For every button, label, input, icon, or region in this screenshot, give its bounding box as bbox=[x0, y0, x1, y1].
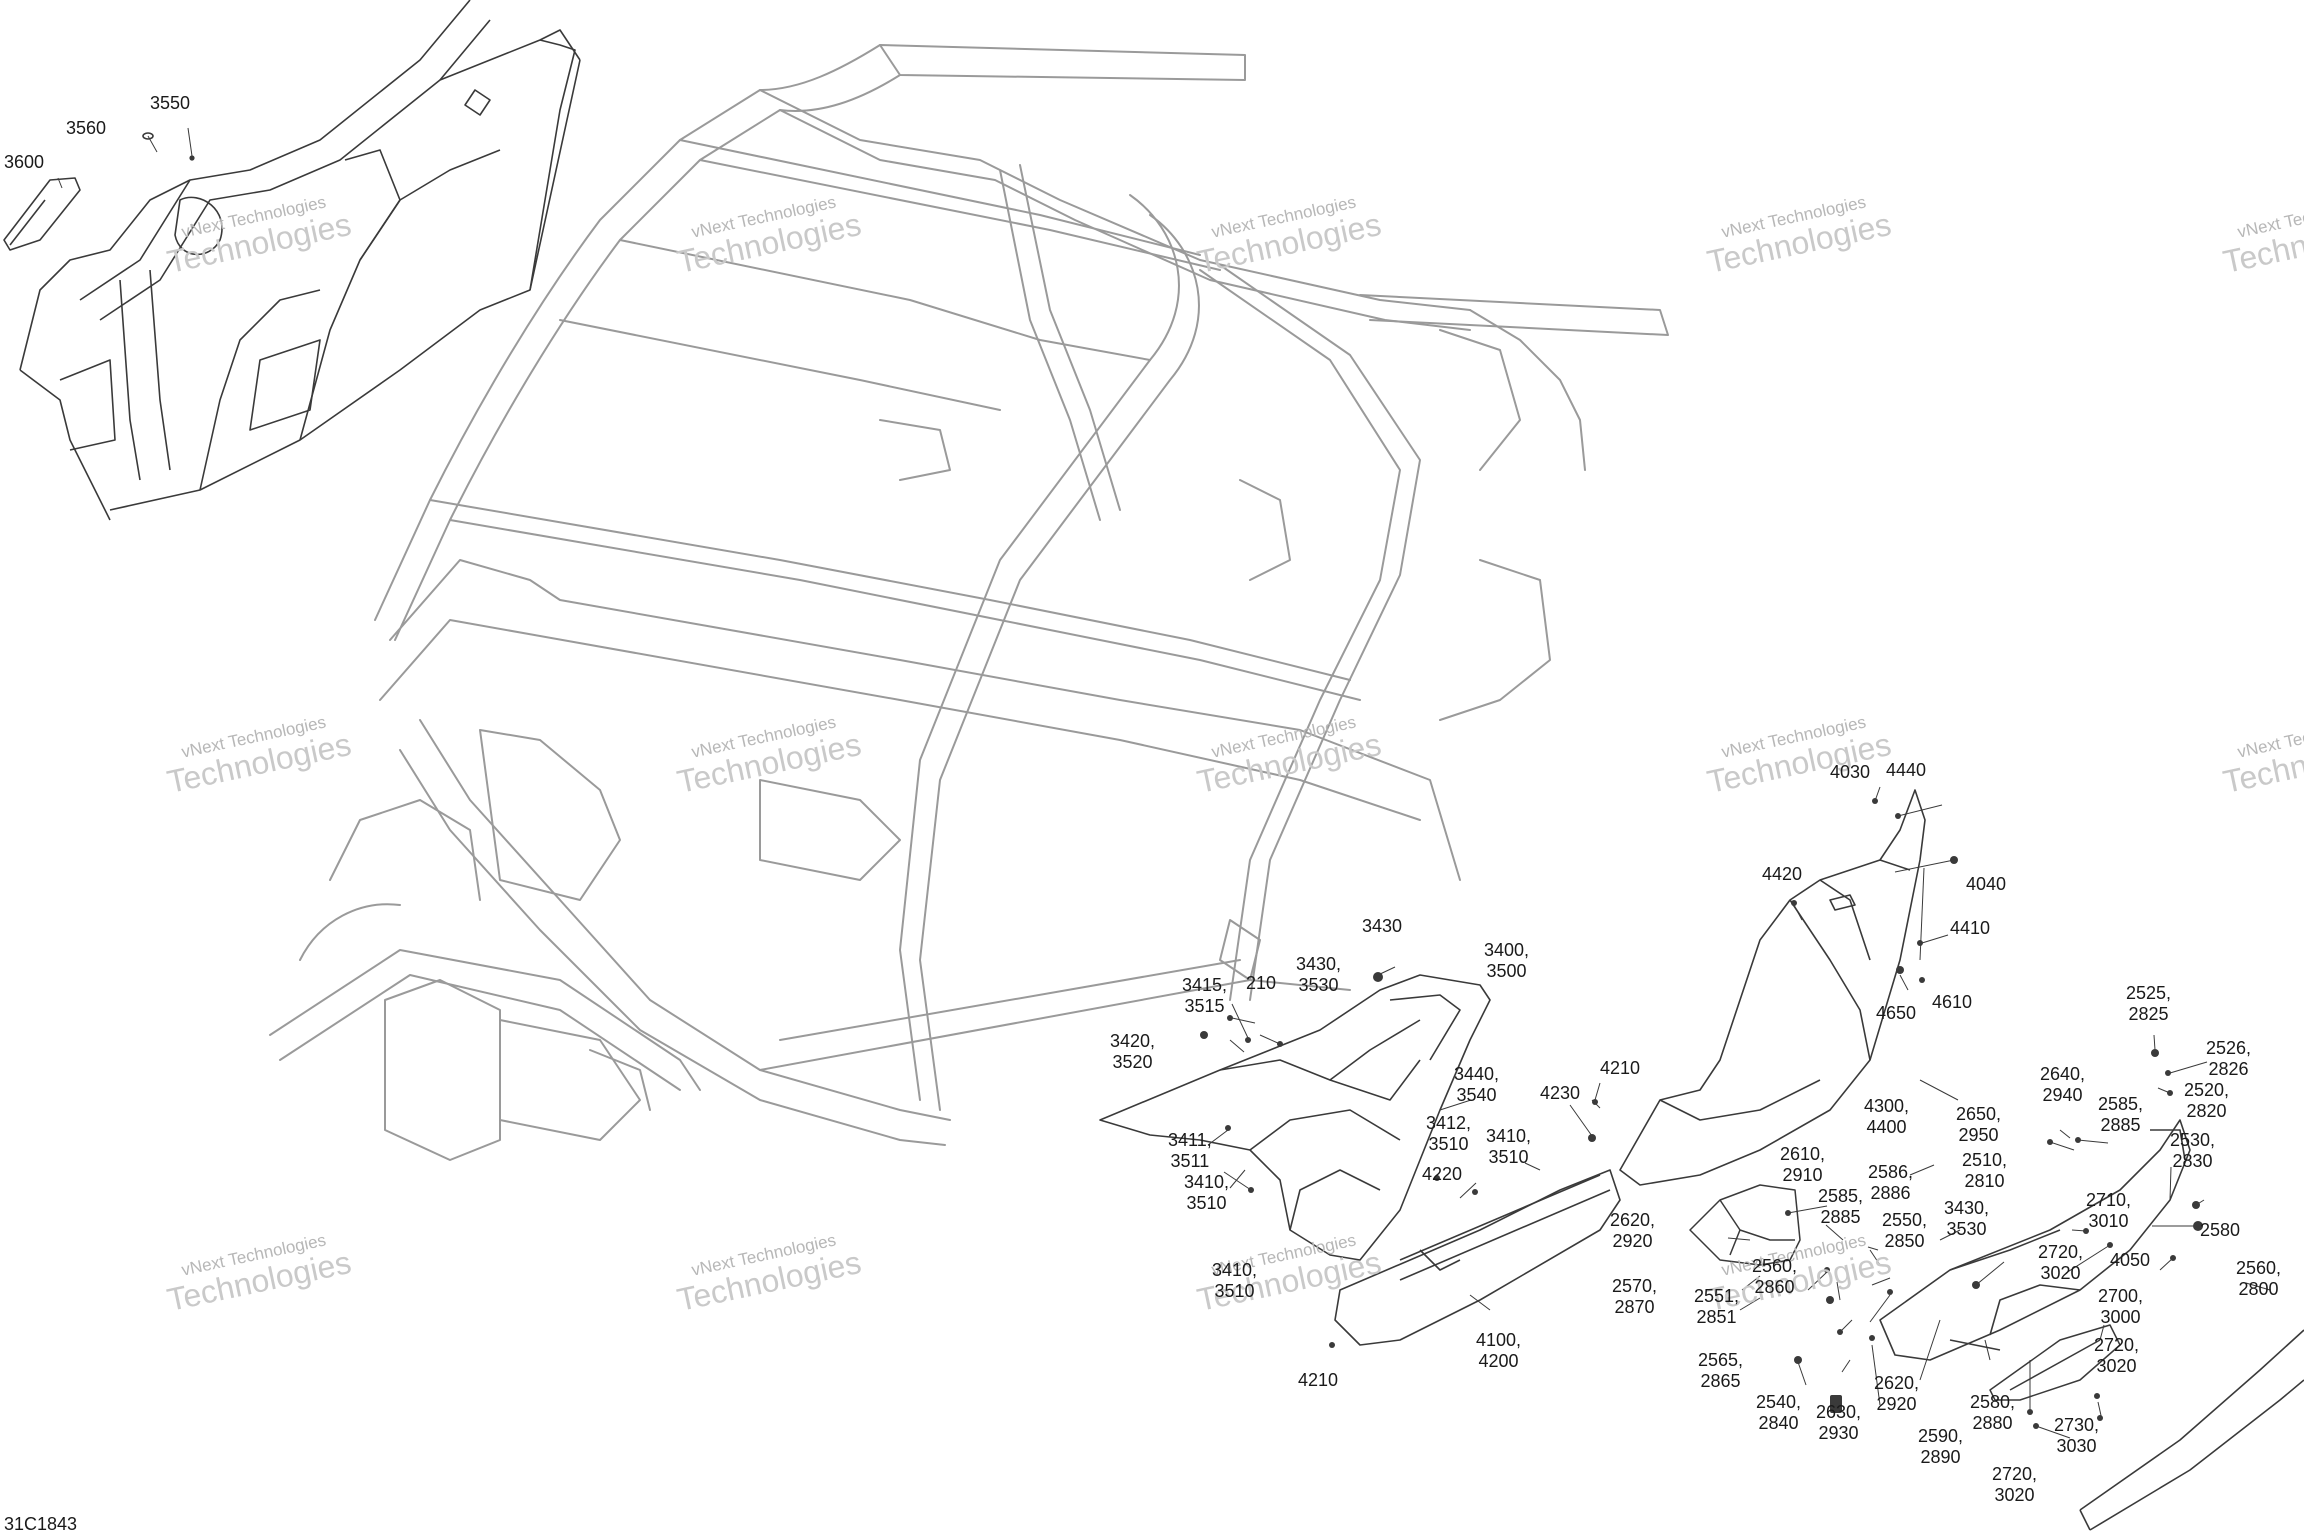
callout-2620-2920: 2620,2920 bbox=[1610, 1210, 1656, 1251]
rocker-panel-4100 bbox=[1334, 1169, 1621, 1346]
callout-2700-3000: 2700,3000 bbox=[2098, 1286, 2144, 1327]
callout-2551-2851: 2551,2851 bbox=[1694, 1286, 1740, 1327]
front-door-assembly bbox=[3, 0, 581, 521]
callout-3430-3530: 3430,3530 bbox=[1944, 1198, 1990, 1239]
callout-4210: 4210 bbox=[1298, 1370, 1339, 1390]
callout-2510-2810: 2510,2810 bbox=[1962, 1150, 2008, 1191]
callout-3410-3510: 3410,3510 bbox=[1486, 1126, 1532, 1167]
callout-3410-3510: 3410,3510 bbox=[1212, 1260, 1258, 1301]
callout-2560-2800: 2560,2800 bbox=[2236, 1258, 2282, 1299]
callout-4230: 4230 bbox=[1540, 1083, 1581, 1103]
callout-2720-3020: 2720,3020 bbox=[2094, 1335, 2140, 1376]
callout-210: 210 bbox=[1246, 973, 1277, 993]
callout-2585-2885: 2585,2885 bbox=[2098, 1094, 2144, 1135]
callout-2580: 2580 bbox=[2200, 1220, 2241, 1240]
callout-3600: 3600 bbox=[4, 152, 45, 172]
callout-2590-2890: 2590,2890 bbox=[1918, 1426, 1964, 1467]
callout-4030: 4030 bbox=[1830, 762, 1871, 782]
callout-4100-4200: 4100,4200 bbox=[1476, 1330, 1522, 1371]
callout-4610: 4610 bbox=[1932, 992, 1973, 1012]
callout-4050: 4050 bbox=[2110, 1250, 2151, 1270]
body-panel-4300 bbox=[1619, 789, 1926, 1186]
callout-2570-2870: 2570,2870 bbox=[1612, 1276, 1658, 1317]
diagram-reference-code: 31C1843 bbox=[4, 1514, 78, 1534]
callout-4220: 4220 bbox=[1422, 1164, 1463, 1184]
callout-2586-2886: 2586,2886 bbox=[1868, 1162, 1914, 1203]
callout-2720-3020: 2720,3020 bbox=[1992, 1464, 2038, 1505]
callout-3430: 3430 bbox=[1362, 916, 1403, 936]
callout-3420-3520: 3420,3520 bbox=[1110, 1031, 1156, 1072]
callout-2640-2940: 2640,2940 bbox=[2040, 1064, 2086, 1105]
callout-2585-2885: 2585,2885 bbox=[1818, 1186, 1864, 1227]
callout-2565-2865: 2565,2865 bbox=[1698, 1350, 1744, 1391]
callout-4040: 4040 bbox=[1966, 874, 2007, 894]
callout-4210: 4210 bbox=[1600, 1058, 1641, 1078]
callout-3415-3515: 3415,3515 bbox=[1182, 975, 1228, 1016]
callout-3430-3530: 3430,3530 bbox=[1296, 954, 1342, 995]
callout-2526-2826: 2526,2826 bbox=[2206, 1038, 2252, 1079]
callout-2730-3030: 2730,3030 bbox=[2054, 1415, 2100, 1456]
callout-2560-2860: 2560,2860 bbox=[1752, 1256, 1798, 1297]
callout-2720-3020: 2720,3020 bbox=[2038, 1242, 2084, 1283]
callout-2530-2830: 2530,2830 bbox=[2170, 1130, 2216, 1171]
vehicle-frame bbox=[269, 44, 1669, 1161]
callout-3411-3511: 3411,3511 bbox=[1168, 1130, 1212, 1171]
long-rocker-2560 bbox=[2079, 1329, 2304, 1531]
bracket-2550 bbox=[1689, 1184, 1801, 1266]
leader-lines bbox=[57, 127, 2271, 1439]
callout-4420: 4420 bbox=[1762, 864, 1803, 884]
callout-2525-2825: 2525,2825 bbox=[2126, 983, 2172, 1024]
callout-4650: 4650 bbox=[1876, 1003, 1917, 1023]
callout-3440-3540: 3440,3540 bbox=[1454, 1064, 1500, 1105]
callout-3550: 3550 bbox=[150, 93, 191, 113]
callout-2650-2950: 2650,2950 bbox=[1956, 1104, 2002, 1145]
callout-3400-3500: 3400,3500 bbox=[1484, 940, 1530, 981]
callout-2620-2920: 2620,2920 bbox=[1874, 1373, 1920, 1414]
callout-4440: 4440 bbox=[1886, 760, 1927, 780]
callout-2540-2840: 2540,2840 bbox=[1756, 1392, 1802, 1433]
callout-3412-3510: 3412,3510 bbox=[1426, 1113, 1472, 1154]
callout-4410: 4410 bbox=[1950, 918, 1991, 938]
callout-2520-2820: 2520,2820 bbox=[2184, 1080, 2230, 1121]
callout-2630-2930: 2630,2930 bbox=[1816, 1402, 1862, 1443]
callout-2580-2880: 2580,2880 bbox=[1970, 1392, 2016, 1433]
callout-4300-4400: 4300,4400 bbox=[1864, 1096, 1910, 1137]
callout-2610-2910: 2610,2910 bbox=[1780, 1144, 1826, 1185]
rear-door-frame-2510 bbox=[1879, 1119, 2191, 1361]
callout-2710-3010: 2710,3010 bbox=[2086, 1190, 2132, 1231]
lower-step-2700 bbox=[1989, 1324, 2121, 1401]
body-panel-3400 bbox=[1099, 974, 1491, 1261]
callout-2550-2850: 2550,2850 bbox=[1882, 1210, 1928, 1251]
callout-3560: 3560 bbox=[66, 118, 107, 138]
callout-3410-3510: 3410,3510 bbox=[1184, 1172, 1230, 1213]
